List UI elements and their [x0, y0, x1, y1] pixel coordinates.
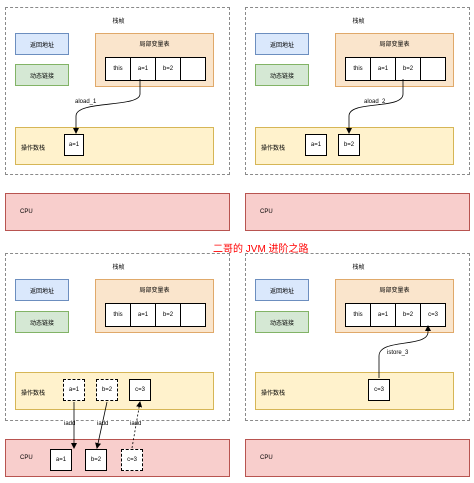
stack-value-popped: b=2	[96, 379, 118, 401]
cpu-label: CPU	[260, 455, 273, 461]
cpu-block: CPU	[5, 439, 230, 477]
cpu-block: CPU	[245, 193, 470, 231]
local-slot-3: c=3	[420, 303, 446, 327]
local-variable-table-title: 局部变量表	[379, 288, 410, 294]
stack-frame-2: 栈帧	[245, 7, 470, 175]
cpu-label: CPU	[20, 209, 33, 215]
local-variable-table: 局部变量表 this a=1 b=2	[95, 33, 214, 87]
return-address-box: 返回地址	[255, 33, 309, 55]
watermark-text: 二哥的 JVM 进阶之路	[213, 244, 309, 255]
local-variable-slots: this a=1 b=2	[345, 57, 446, 81]
cpu-block: CPU	[5, 193, 230, 231]
local-slot-2: b=2	[395, 303, 421, 327]
local-variable-table-title: 局部变量表	[139, 288, 170, 294]
stack-frame-4: 栈帧	[245, 253, 470, 421]
return-address-box: 返回地址	[15, 33, 69, 55]
iadd-arrow-down	[95, 401, 108, 449]
operand-stack: 操作数栈	[255, 127, 454, 165]
stack-value-popped: a=1	[63, 379, 85, 401]
frame-title: 栈帧	[352, 19, 365, 25]
local-variable-table: 局部变量表 this a=1 b=2 c=3	[335, 279, 454, 333]
aload-arrow	[346, 79, 404, 134]
local-slot-1: a=1	[370, 57, 396, 81]
local-variable-table: 局部变量表 this a=1 b=2	[335, 33, 454, 87]
stack-value: a=1	[305, 134, 327, 156]
local-variable-table: 局部变量表 this a=1 b=2	[95, 279, 214, 333]
instruction-label: aload_1	[74, 98, 98, 106]
iadd-label: iadd	[96, 420, 110, 428]
local-variable-slots: this a=1 b=2 c=3	[345, 303, 446, 327]
dynamic-link-box: 动态链接	[15, 64, 69, 86]
iadd-arrow-up	[131, 401, 143, 449]
return-address-box: 返回地址	[255, 279, 309, 301]
operand-stack-label: 操作数栈	[21, 146, 46, 152]
aload-arrow	[73, 79, 141, 134]
frame-title: 栈帧	[112, 19, 125, 25]
dynamic-link-box: 动态链接	[15, 311, 69, 333]
operand-stack-label: 操作数栈	[21, 391, 46, 397]
iadd-label: iadd	[129, 420, 143, 428]
frame-title: 栈帧	[112, 265, 125, 271]
cpu-value: b=2	[85, 449, 107, 471]
cpu-block: CPU	[245, 439, 470, 477]
return-address-box: 返回地址	[15, 279, 69, 301]
frame-title: 栈帧	[352, 265, 365, 271]
cpu-label: CPU	[20, 455, 33, 461]
local-slot-3	[180, 303, 206, 327]
cpu-label: CPU	[260, 209, 273, 215]
istore-arrow	[378, 325, 431, 378]
dynamic-link-box: 动态链接	[255, 64, 309, 86]
local-slot-2: b=2	[155, 303, 181, 327]
operand-stack: 操作数栈	[15, 127, 214, 165]
operand-stack-label: 操作数栈	[261, 146, 286, 152]
local-slot-1: a=1	[370, 303, 396, 327]
local-slot-1: a=1	[130, 303, 156, 327]
stack-value-result: c=3	[129, 379, 151, 401]
local-slot-0: this	[345, 303, 371, 327]
local-slot-2: b=2	[155, 57, 181, 81]
instruction-label: aload_2	[363, 98, 387, 106]
stack-frame-1: 栈帧	[5, 7, 230, 175]
local-slot-3	[180, 57, 206, 81]
stack-value: a=1	[64, 134, 84, 156]
local-variable-slots: this a=1 b=2	[105, 57, 206, 81]
stack-value: c=3	[368, 379, 390, 401]
stack-frame-3: 栈帧	[5, 253, 230, 421]
stack-value: b=2	[338, 134, 360, 156]
cpu-value-result: c=3	[121, 449, 143, 471]
local-variable-table-title: 局部变量表	[379, 42, 410, 48]
local-variable-slots: this a=1 b=2	[105, 303, 206, 327]
instruction-label: istore_3	[386, 349, 410, 357]
dynamic-link-box: 动态链接	[255, 311, 309, 333]
local-slot-2: b=2	[395, 57, 421, 81]
operand-stack: 操作数栈	[255, 372, 454, 410]
operand-stack-label: 操作数栈	[261, 391, 286, 397]
iadd-label: iadd	[63, 420, 77, 428]
local-variable-table-title: 局部变量表	[139, 42, 170, 48]
cpu-value: a=1	[50, 449, 72, 471]
local-slot-3	[420, 57, 446, 81]
